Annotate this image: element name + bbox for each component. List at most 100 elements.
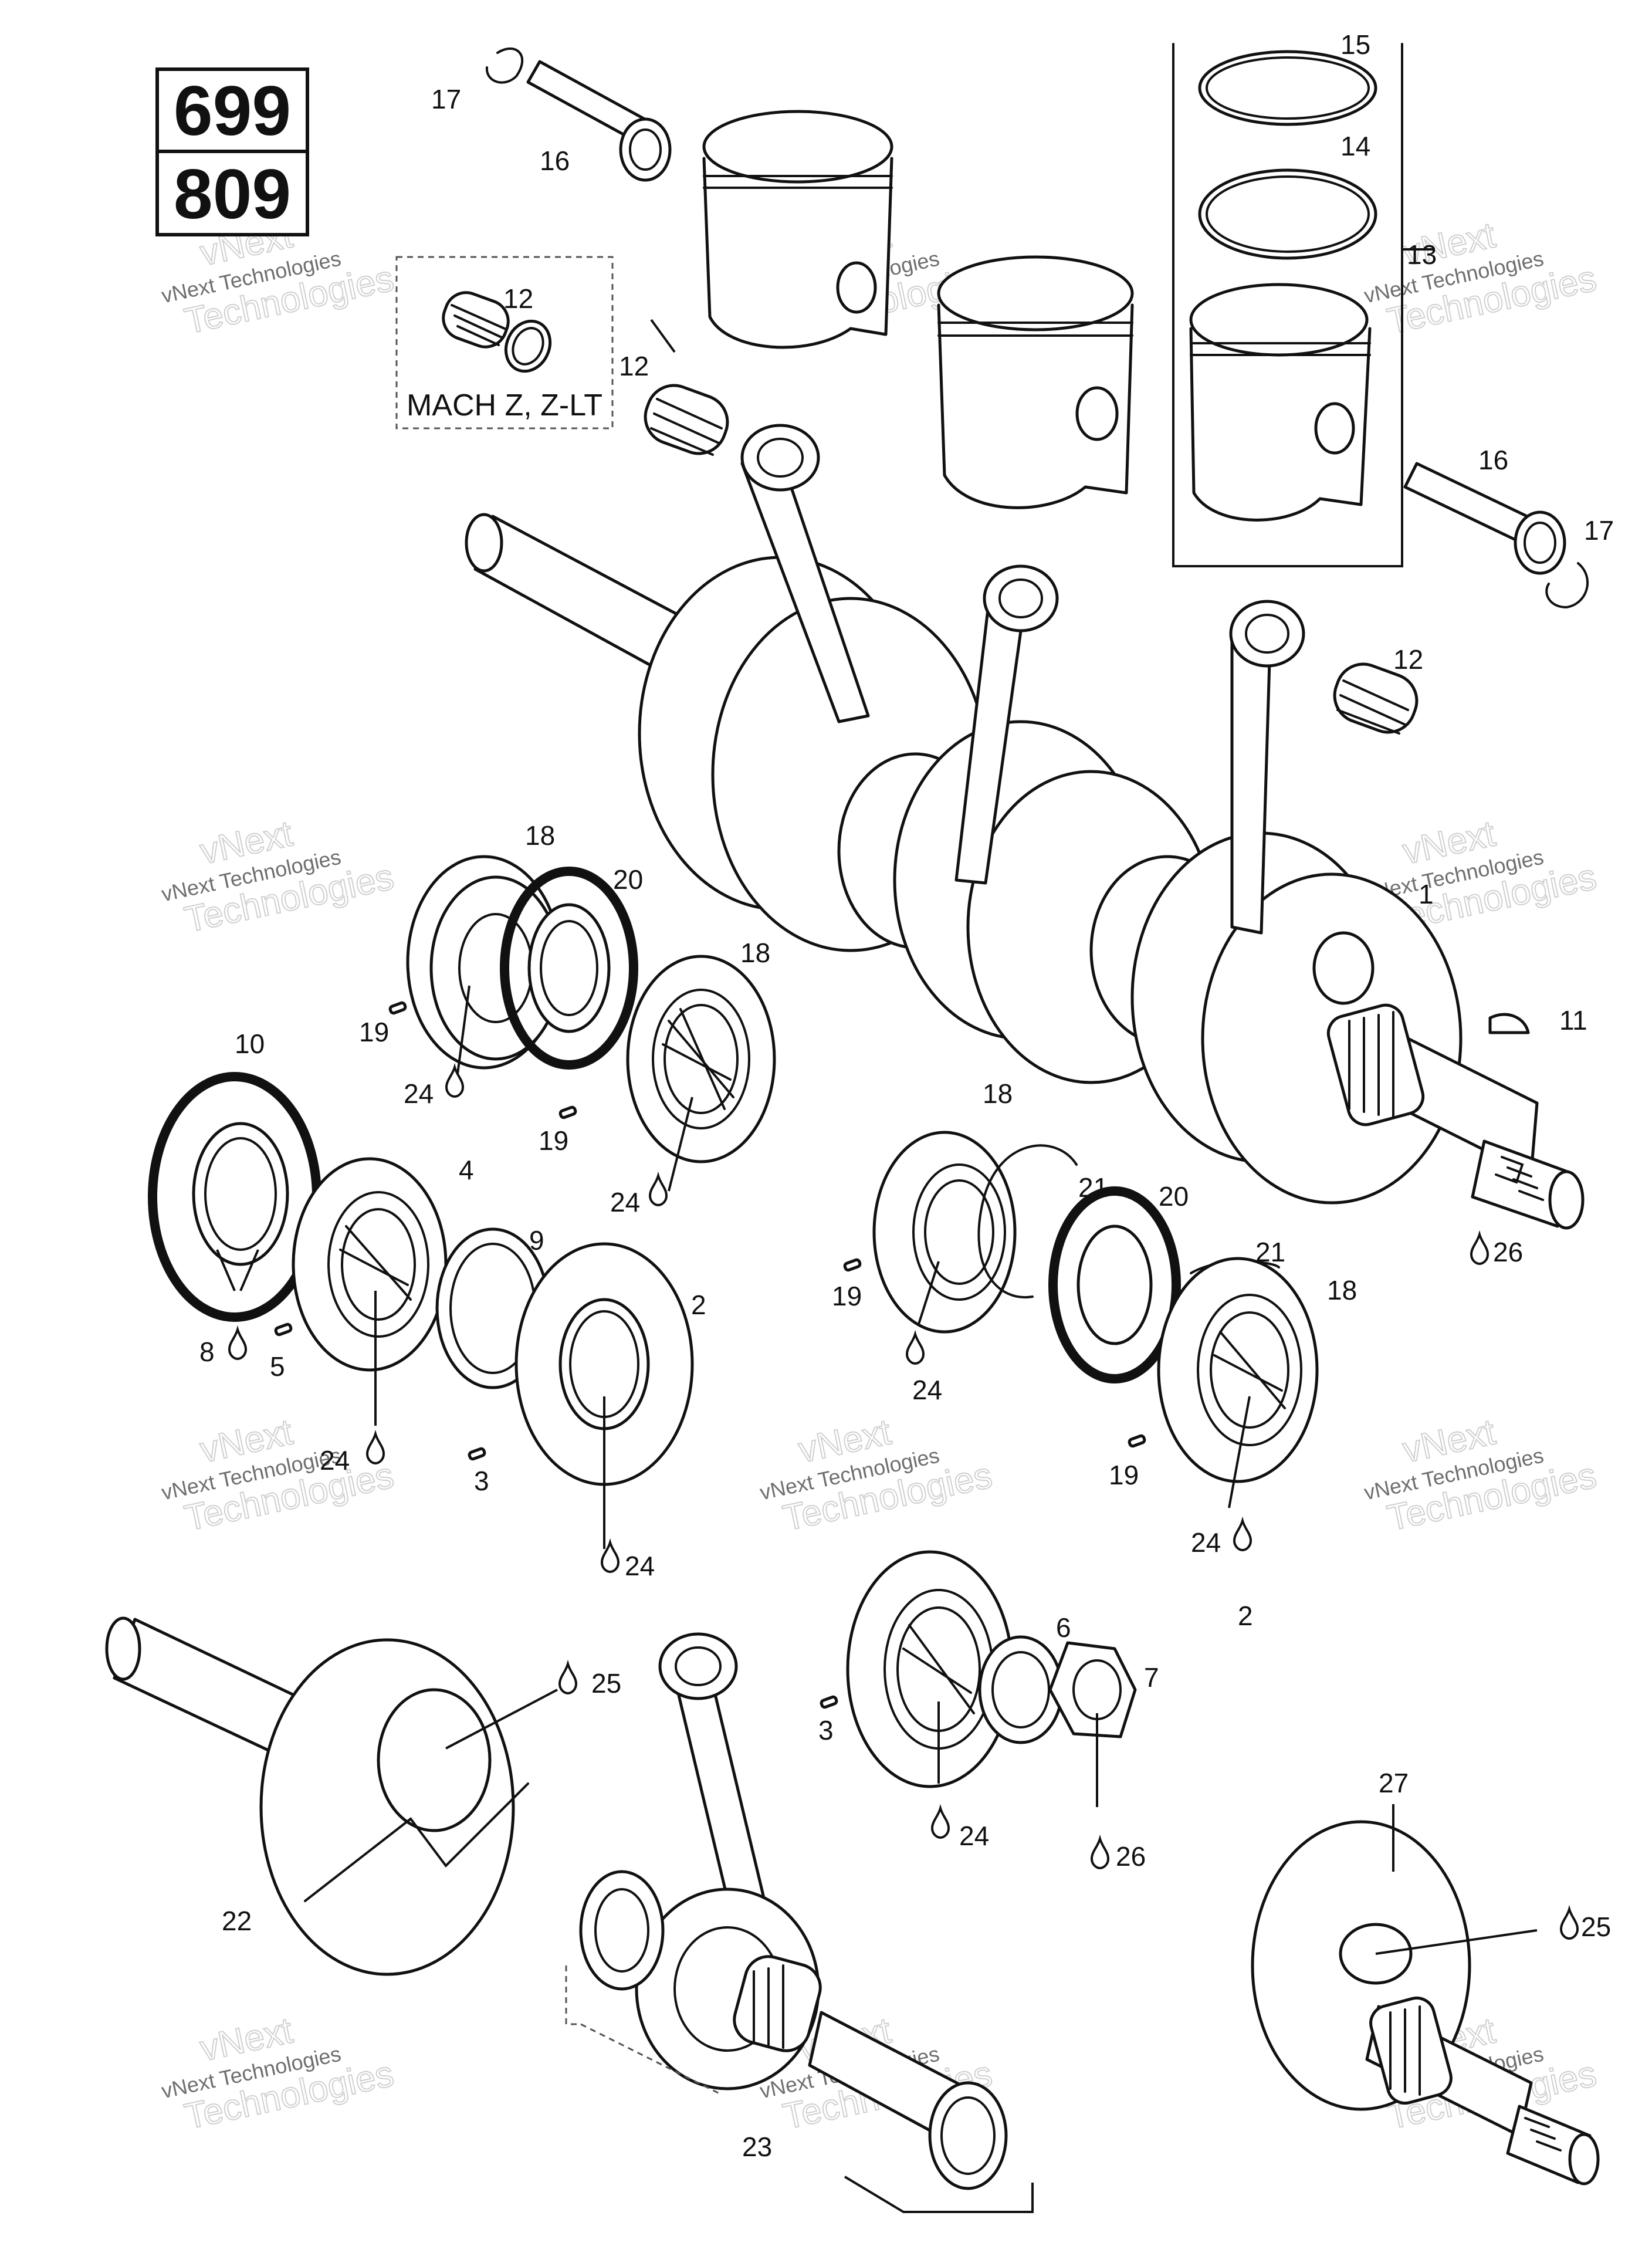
callout-labels: 1 2 2 3 3 4 5 6 7 8 9 10 11 12 12 12 13 …	[199, 29, 1614, 2162]
crank-half-22	[105, 1616, 529, 1976]
oil-drop-icon	[905, 1330, 925, 1365]
bearing-18-right-lower	[1157, 1257, 1319, 1483]
callout-16-b: 16	[1478, 445, 1508, 475]
callout-3-a: 3	[474, 1466, 489, 1496]
bearing-18-right-upper	[872, 1131, 1017, 1334]
callout-14: 14	[1340, 131, 1370, 161]
callout-18-a: 18	[525, 820, 555, 851]
callout-21-a: 21	[1078, 1172, 1108, 1203]
variant-box: MACH Z, Z-LT	[395, 256, 614, 429]
callout-25-b: 25	[1581, 1912, 1611, 1942]
callout-12-c: 12	[1393, 644, 1423, 675]
callout-17-a: 17	[431, 84, 461, 114]
piston-1	[702, 110, 893, 349]
callout-22: 22	[222, 1906, 252, 1936]
callout-15: 15	[1340, 29, 1370, 60]
callout-18-b: 18	[740, 938, 770, 968]
bearing-2	[514, 1242, 694, 1486]
callout-12-a: 12	[503, 283, 533, 314]
oil-drop-icon	[1090, 1834, 1110, 1870]
callout-24-e: 24	[912, 1375, 942, 1405]
callout-11: 11	[1559, 1005, 1587, 1036]
oil-drop-icon	[445, 1063, 465, 1098]
woodruff-key	[1488, 1013, 1530, 1034]
callout-25-a: 25	[591, 1668, 621, 1699]
needle-bearing-12-left	[644, 384, 729, 456]
callout-19-b: 19	[539, 1125, 568, 1156]
bearing-18-mid-left	[626, 955, 776, 1163]
callout-24-c: 24	[320, 1445, 350, 1476]
callout-8: 8	[199, 1337, 215, 1367]
piston-pin-circlip-right	[1403, 462, 1589, 609]
leader-lines	[216, 319, 1538, 1955]
callout-20-a: 20	[613, 864, 643, 895]
oil-seal-20-upper	[500, 867, 638, 1070]
callout-26-b: 26	[1116, 1841, 1146, 1872]
callout-6: 6	[1056, 1612, 1071, 1643]
oil-drop-icon	[930, 1804, 950, 1839]
callout-20-b: 20	[1159, 1181, 1189, 1212]
oil-drop-icon	[1559, 1904, 1579, 1940]
oil-seal-10	[148, 1072, 321, 1322]
oil-drop-icon	[648, 1171, 668, 1207]
callout-24-b: 24	[610, 1187, 640, 1217]
callout-2-b: 2	[1238, 1601, 1253, 1631]
callout-13: 13	[1407, 239, 1437, 270]
crankshaft-assembly	[465, 424, 1585, 1230]
callout-16-a: 16	[540, 146, 570, 176]
nut-7	[1048, 1641, 1137, 1738]
callout-26-a: 26	[1493, 1237, 1523, 1267]
callout-18-c: 18	[983, 1078, 1013, 1109]
callout-7: 7	[1144, 1662, 1159, 1693]
callout-9: 9	[529, 1225, 544, 1256]
variant-note: MACH Z, Z-LT	[407, 388, 602, 422]
needle-bearing-12-right	[1333, 662, 1419, 735]
piston-kit-box	[1172, 43, 1434, 567]
dowel-pins	[274, 1001, 1146, 1709]
callout-2-a: 2	[691, 1290, 706, 1320]
model-code-809: 809	[174, 155, 291, 234]
callout-5: 5	[270, 1351, 285, 1382]
callout-24-f: 24	[1191, 1527, 1221, 1558]
oil-seal-20-lower	[1048, 1186, 1181, 1383]
bearing-4	[292, 1157, 448, 1372]
oil-drop-icon	[365, 1429, 385, 1465]
model-code-699: 699	[174, 72, 291, 150]
oil-drop-icon	[228, 1325, 248, 1361]
oil-drop-icon	[600, 1538, 620, 1574]
callout-19-d: 19	[1109, 1460, 1139, 1490]
callout-24-a: 24	[404, 1078, 434, 1109]
lubricant-drop-icons	[228, 1063, 1579, 1940]
crank-half-27	[1251, 1804, 1600, 2186]
callout-1: 1	[1419, 879, 1434, 909]
callout-17-b: 17	[1584, 515, 1614, 546]
callout-4: 4	[459, 1155, 474, 1185]
callout-19-c: 19	[832, 1281, 862, 1311]
connecting-rod-23	[565, 1632, 1034, 2213]
callout-21-b: 21	[1255, 1237, 1285, 1267]
piston-pin-circlip-top	[485, 47, 672, 182]
callout-10: 10	[235, 1029, 265, 1059]
washer-6	[978, 1635, 1064, 1744]
callout-19-a: 19	[359, 1017, 389, 1047]
callout-24-d: 24	[625, 1551, 655, 1581]
callout-12-b: 12	[619, 351, 649, 381]
oil-drop-icon	[1233, 1516, 1252, 1552]
callout-3-b: 3	[818, 1715, 834, 1745]
piston-2	[937, 255, 1134, 509]
callout-24-g: 24	[959, 1821, 989, 1851]
model-code-box: 699 809	[155, 67, 309, 236]
callout-23: 23	[742, 2132, 772, 2162]
oil-drop-icon	[1470, 1230, 1489, 1266]
snap-ring-21-upper	[977, 1144, 1078, 1299]
callout-27: 27	[1379, 1768, 1409, 1798]
callout-18-d: 18	[1327, 1275, 1357, 1305]
